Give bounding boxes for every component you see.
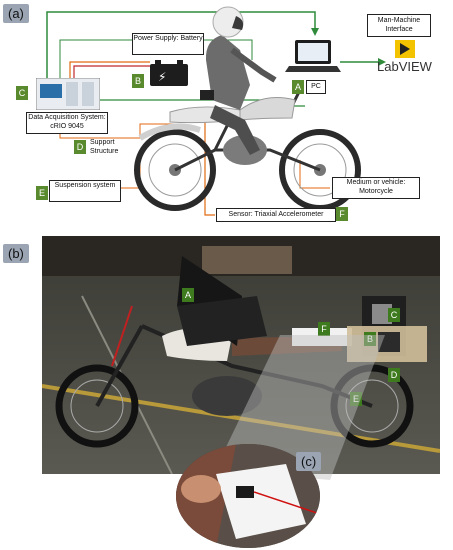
daq-device-icon bbox=[36, 78, 100, 110]
tag-a: A bbox=[292, 80, 304, 94]
labview-text: LabVIEW bbox=[377, 59, 432, 74]
rear-fender bbox=[138, 123, 201, 141]
pc-label: PC bbox=[306, 80, 326, 94]
tag-b: B bbox=[132, 74, 144, 88]
photo-tag-a: A bbox=[182, 288, 194, 302]
photo-tag-d: D bbox=[388, 368, 400, 382]
sensor-box-label: Sensor: Triaxial Accelerometer bbox=[216, 208, 336, 222]
photo-laptop-keyboard bbox=[177, 296, 267, 346]
photo-sensor-chip bbox=[236, 486, 254, 498]
support-structure-label: Support Structure bbox=[90, 139, 119, 155]
photo-tag-b: B bbox=[364, 332, 376, 346]
red-wire-power bbox=[73, 65, 150, 78]
motorcycle-illustration bbox=[134, 6, 361, 211]
tag-c: C bbox=[16, 86, 28, 100]
power-supply-box: Power Supply: Battery bbox=[132, 33, 204, 55]
man-machine-box: Man-Machine Interface bbox=[367, 14, 431, 37]
rider-helmet bbox=[212, 6, 244, 38]
panel-c-inset bbox=[176, 444, 320, 548]
tag-d: D bbox=[74, 140, 86, 154]
medium-box: Medium or vehicle: Motorcycle bbox=[332, 177, 420, 199]
panel-a: (a) PC bbox=[0, 0, 453, 230]
panel-b-label: (b) bbox=[3, 244, 29, 263]
photo-sensor-closeup bbox=[176, 444, 320, 548]
suspension-box: Suspension system bbox=[49, 180, 121, 202]
tag-e: E bbox=[36, 186, 48, 200]
photo-front-wheel bbox=[55, 364, 139, 448]
photo-tag-f: F bbox=[318, 322, 330, 336]
battery-icon: ⚡ bbox=[150, 60, 188, 86]
panel-b: (b) A F C B D E bbox=[0, 236, 453, 550]
photo-foam bbox=[292, 328, 352, 346]
arrow-head-pc bbox=[311, 28, 319, 36]
panel-a-label: (a) bbox=[3, 4, 29, 23]
fuel-tank bbox=[239, 97, 296, 121]
photo-rear-wheel bbox=[330, 364, 414, 448]
green-wire-top bbox=[46, 11, 316, 78]
photo-motorcycle-setup bbox=[42, 236, 440, 474]
orange-wire-power bbox=[69, 61, 150, 78]
orange-wire-medium bbox=[299, 160, 330, 189]
rear-wheel bbox=[134, 129, 216, 211]
tag-f: F bbox=[336, 207, 348, 221]
rider-leg bbox=[210, 105, 260, 155]
panel-c-label: (c) bbox=[296, 452, 322, 471]
laptop-icon bbox=[285, 40, 341, 72]
svg-text:⚡: ⚡ bbox=[158, 70, 166, 84]
photo-tag-c: C bbox=[388, 308, 400, 322]
sensor-box bbox=[200, 90, 214, 100]
labview-icon bbox=[395, 40, 415, 58]
photo-tag-e: E bbox=[350, 392, 362, 406]
rider-arm bbox=[230, 47, 277, 83]
daq-box: Data Acquisition System: cRIO 9045 bbox=[26, 112, 108, 134]
arrow-head-labview bbox=[378, 58, 386, 66]
